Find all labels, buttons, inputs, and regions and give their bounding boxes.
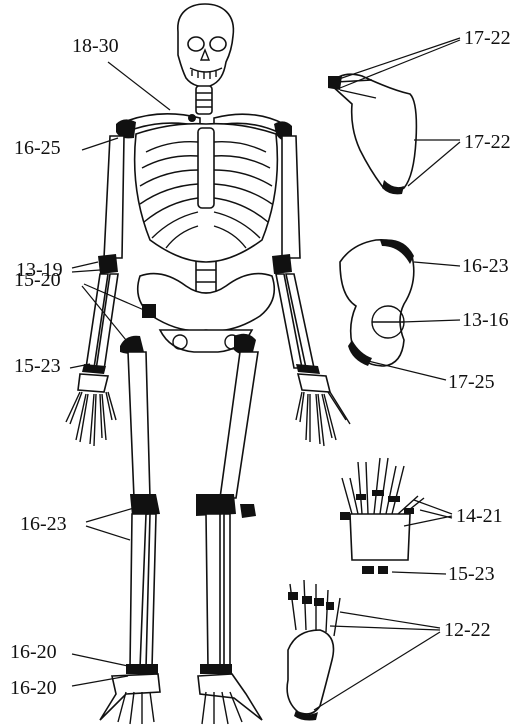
label-iliac-crest: 16-23 — [462, 256, 509, 276]
label-acetabulum: 13-16 — [462, 310, 509, 330]
label-wrist-forearm: 15-23 — [14, 356, 61, 376]
label-skull-neck: 18-30 — [72, 36, 119, 56]
label-foot: 12-22 — [444, 620, 491, 640]
rib-cage — [135, 124, 278, 262]
label-scapula-border: 17-22 — [464, 132, 511, 152]
label-hand-phalanges: 14-21 — [456, 506, 503, 526]
label-knee: 16-23 — [20, 514, 67, 534]
skull — [178, 4, 234, 87]
scapula-detail — [328, 74, 416, 194]
label-hip-femur-head: 15-20 — [14, 270, 61, 290]
right-arm — [66, 136, 124, 446]
label-ankle-tibia: 16-20 — [10, 642, 57, 662]
hand-detail — [340, 458, 424, 574]
left-leg — [196, 352, 262, 724]
left-arm — [272, 136, 350, 446]
hip-bone-detail — [340, 239, 414, 366]
label-scapula-acromion: 17-22 — [464, 28, 511, 48]
label-ankle-fibula: 16-20 — [10, 678, 57, 698]
label-hand-wrist: 15-23 — [448, 564, 495, 584]
label-ischial-tuberosity: 17-25 — [448, 372, 495, 392]
label-shoulder: 16-25 — [14, 138, 61, 158]
